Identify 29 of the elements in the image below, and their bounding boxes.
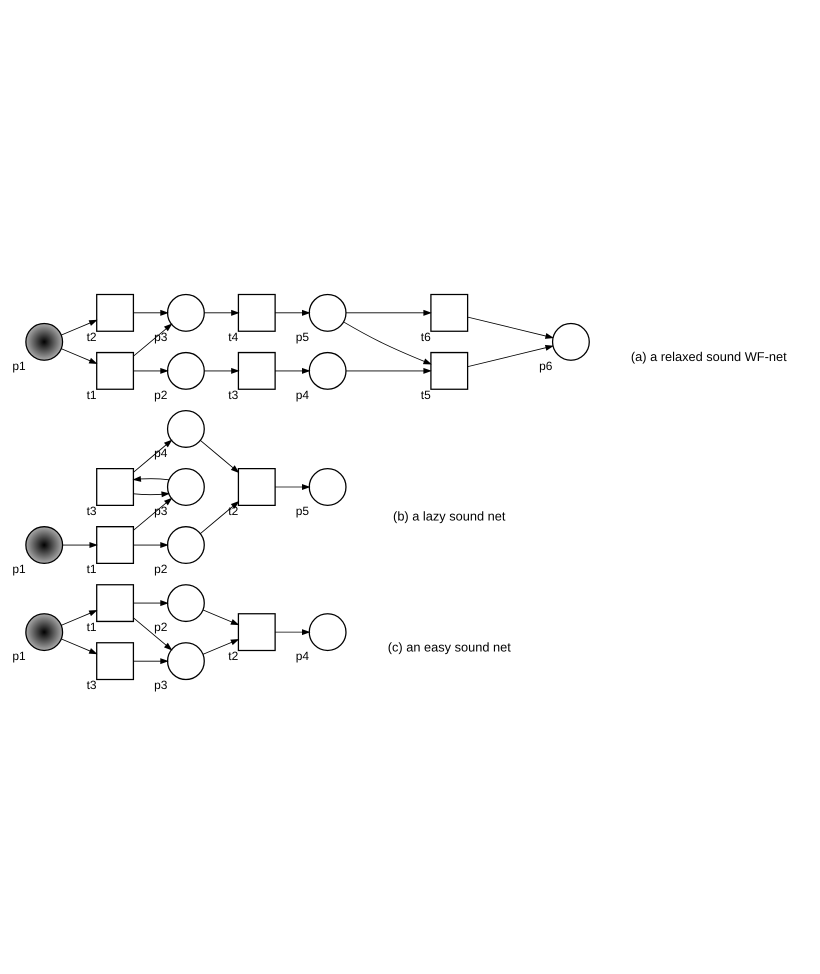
node-label: p3 — [154, 330, 168, 344]
node-label: t3 — [86, 678, 97, 692]
node-label: p4 — [154, 446, 168, 460]
node-label: p2 — [154, 620, 168, 634]
node-label: t1 — [86, 620, 97, 634]
node-label: t1 — [86, 562, 97, 576]
node-label: t2 — [228, 649, 238, 664]
node-label: p5 — [296, 330, 310, 344]
node-label: p3 — [154, 678, 168, 692]
node-label: p3 — [154, 504, 168, 518]
node-label: t1 — [86, 388, 97, 402]
node-label: t2 — [86, 330, 97, 344]
node-label: p1 — [12, 649, 26, 664]
node-label: p1 — [12, 562, 26, 576]
node-label: t5 — [420, 388, 431, 402]
node-label: p6 — [539, 358, 552, 373]
node-label: p4 — [296, 649, 310, 664]
label: (b) a lazy sound net — [393, 508, 506, 524]
node-label: p2 — [154, 388, 168, 402]
node-label: t6 — [420, 330, 431, 344]
node-label: p2 — [154, 562, 168, 576]
node-label: t3 — [228, 388, 238, 402]
label: (c) an easy sound net — [388, 639, 511, 654]
node-label: p1 — [12, 358, 26, 373]
node-label: t4 — [228, 330, 238, 344]
label: (a) a relaxed sound WF-net — [630, 349, 787, 364]
node-label: t3 — [86, 504, 97, 518]
node-label: p5 — [296, 504, 310, 518]
node-label: p4 — [296, 388, 310, 402]
